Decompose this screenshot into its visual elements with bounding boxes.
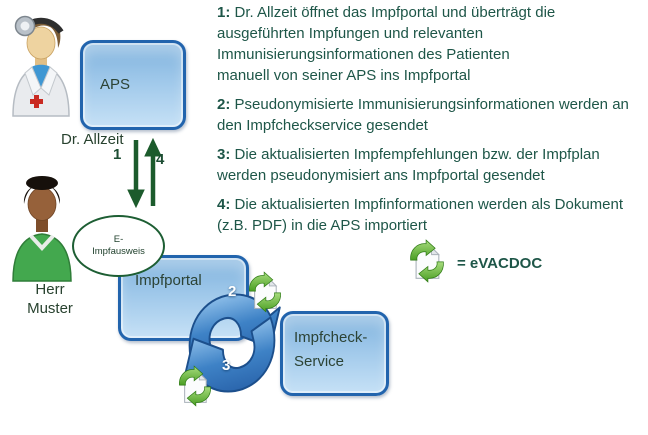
step2-arrow-label: 2 bbox=[228, 283, 237, 300]
impfcheck-service-label: Impfcheck- Service bbox=[294, 329, 368, 370]
patient-name-label: Herr Muster bbox=[27, 281, 73, 317]
step1-arrow-label: 1 bbox=[113, 146, 122, 163]
doctor-name-label: Dr. Allzeit bbox=[61, 131, 124, 148]
evacdoc-icon bbox=[246, 271, 284, 318]
aps-box: APS bbox=[80, 40, 186, 130]
evacdoc-legend: = eVACDOC bbox=[407, 239, 542, 288]
steps-text: 1: Dr. Allzeit öffnet das Impfportal und… bbox=[217, 2, 647, 244]
e-impfausweis-label: E- Impfausweis bbox=[92, 234, 145, 257]
doctor-icon bbox=[6, 6, 76, 123]
step4-arrow-label: 4 bbox=[156, 151, 165, 168]
step-3-description: 3: Die aktualisierten Impfempfehlungen b… bbox=[217, 146, 600, 184]
aps-label: APS bbox=[100, 76, 131, 93]
e-impfausweis-ellipse: E- Impfausweis bbox=[72, 215, 165, 277]
evacdoc-icon bbox=[176, 365, 214, 412]
step-1-description: 1: Dr. Allzeit öffnet das Impfportal und… bbox=[217, 4, 556, 84]
evacdoc-legend-label: = eVACDOC bbox=[457, 255, 543, 272]
evacdoc-icon bbox=[407, 239, 447, 288]
step-4-description: 4: Die aktualisierten Impfinformationen … bbox=[217, 196, 624, 234]
step3-arrow-label: 3 bbox=[222, 357, 231, 374]
impfcheck-service-box: Impfcheck- Service bbox=[280, 311, 389, 396]
impfportal-label: Impfportal bbox=[135, 272, 202, 289]
sync-cycle-icon bbox=[176, 281, 288, 410]
patient-icon bbox=[5, 168, 79, 288]
step-2-description: 2: Pseudonymisierte Immunisierungsinform… bbox=[217, 96, 629, 134]
